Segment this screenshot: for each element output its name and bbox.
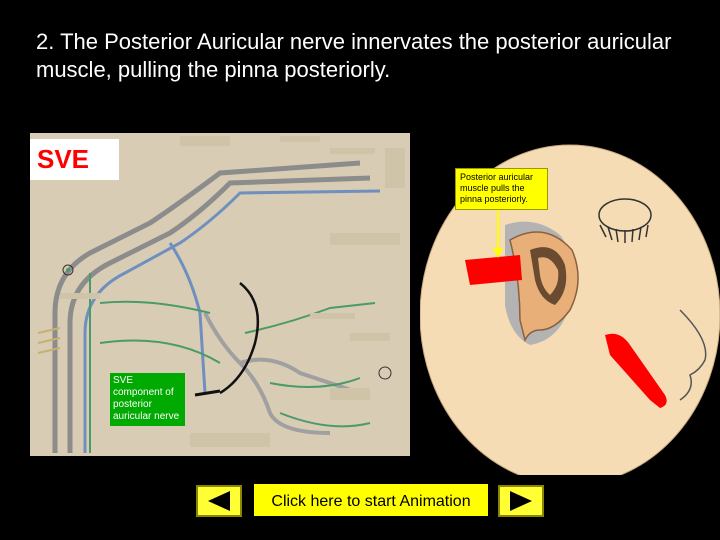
nerve-diagram-drawing bbox=[37, 136, 405, 453]
nerve-pathway-diagram: SVE bbox=[30, 133, 410, 456]
sve-component-note: SVE component of posterior auricular ner… bbox=[110, 373, 185, 426]
next-button[interactable] bbox=[498, 485, 544, 517]
face-illustration bbox=[420, 144, 720, 475]
play-left-icon bbox=[208, 491, 230, 511]
sve-label: SVE bbox=[30, 139, 119, 180]
muscle-note: Posterior auricular muscle pulls the pin… bbox=[455, 168, 548, 210]
play-right-icon bbox=[510, 491, 532, 511]
start-animation-button[interactable]: Click here to start Animation bbox=[252, 482, 490, 518]
slide-title: 2. The Posterior Auricular nerve innerva… bbox=[36, 29, 672, 82]
previous-button[interactable] bbox=[196, 485, 242, 517]
